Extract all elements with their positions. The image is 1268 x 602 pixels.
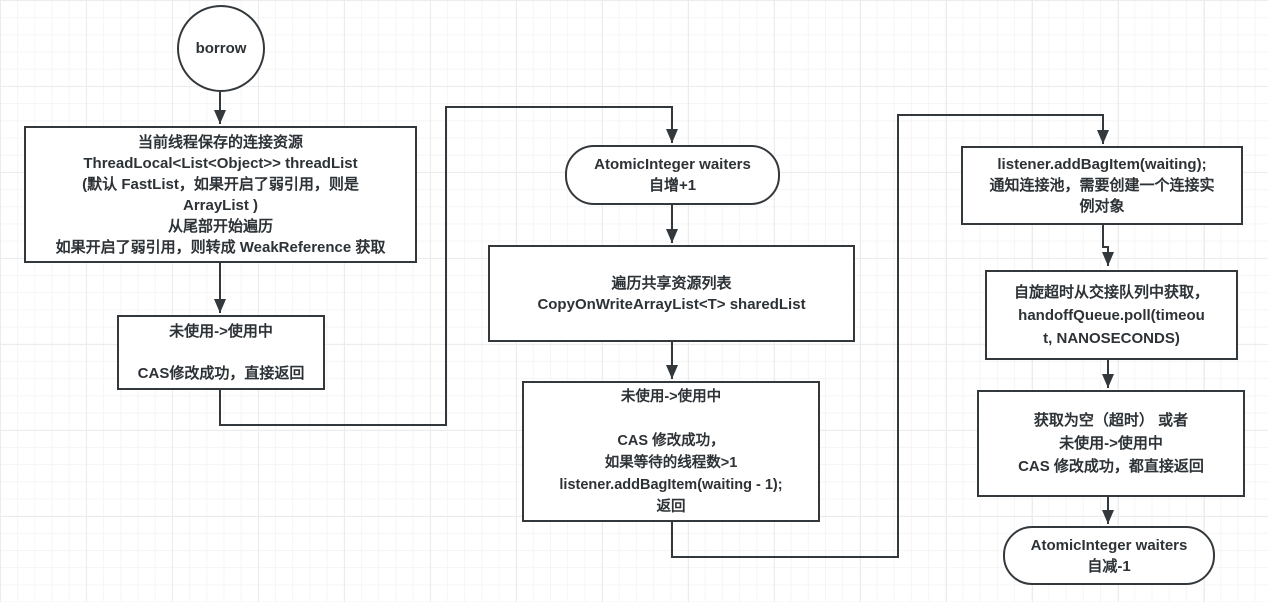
flow-node-start-label: borrow — [195, 40, 247, 57]
flow-node-waiters-decrement-label: AtomicInteger waiters 自减-1 — [1030, 536, 1188, 575]
flow-node-handoff-poll-label: 自旋超时从交接队列中获取， handoffQueue.poll(timeou t… — [1013, 283, 1209, 347]
flow-node-shared-list-label: 遍历共享资源列表 CopyOnWriteArrayList<T> sharedL… — [537, 274, 806, 313]
flow-node-cas-direct-return-label: 未使用->使用中 CAS修改成功，直接返回 — [137, 323, 305, 382]
flow-node-thread-local: 当前线程保存的连接资源 ThreadLocal<List<Object>> th… — [24, 126, 417, 263]
flow-node-cas-direct-return: 未使用->使用中 CAS修改成功，直接返回 — [117, 315, 325, 390]
flow-node-cas-waiting-return-label: 未使用->使用中 CAS 修改成功， 如果等待的线程数>1 listener.a… — [559, 388, 783, 515]
flow-node-waiters-decrement: AtomicInteger waiters 自减-1 — [1003, 526, 1215, 585]
flow-node-timeout-return-label: 获取为空（超时） 或者 未使用->使用中 CAS 修改成功，都直接返回 — [1018, 412, 1204, 475]
flow-node-handoff-poll: 自旋超时从交接队列中获取， handoffQueue.poll(timeou t… — [985, 270, 1238, 360]
flow-node-waiters-increment-label: AtomicInteger waiters 自增+1 — [594, 156, 751, 194]
flow-node-thread-local-label: 当前线程保存的连接资源 ThreadLocal<List<Object>> th… — [55, 133, 386, 256]
flow-node-listener-add: listener.addBagItem(waiting); 通知连接池，需要创建… — [961, 146, 1243, 225]
edge-listeneradd-handoffpoll — [1102, 225, 1114, 266]
flow-node-waiters-increment: AtomicInteger waiters 自增+1 — [565, 145, 780, 205]
flow-node-cas-waiting-return: 未使用->使用中 CAS 修改成功， 如果等待的线程数>1 listener.a… — [522, 381, 820, 522]
flow-node-shared-list: 遍历共享资源列表 CopyOnWriteArrayList<T> sharedL… — [488, 245, 855, 342]
flow-node-timeout-return: 获取为空（超时） 或者 未使用->使用中 CAS 修改成功，都直接返回 — [977, 390, 1245, 497]
flow-node-start: borrow — [177, 5, 265, 92]
flow-node-listener-add-label: listener.addBagItem(waiting); 通知连接池，需要创建… — [989, 156, 1215, 215]
